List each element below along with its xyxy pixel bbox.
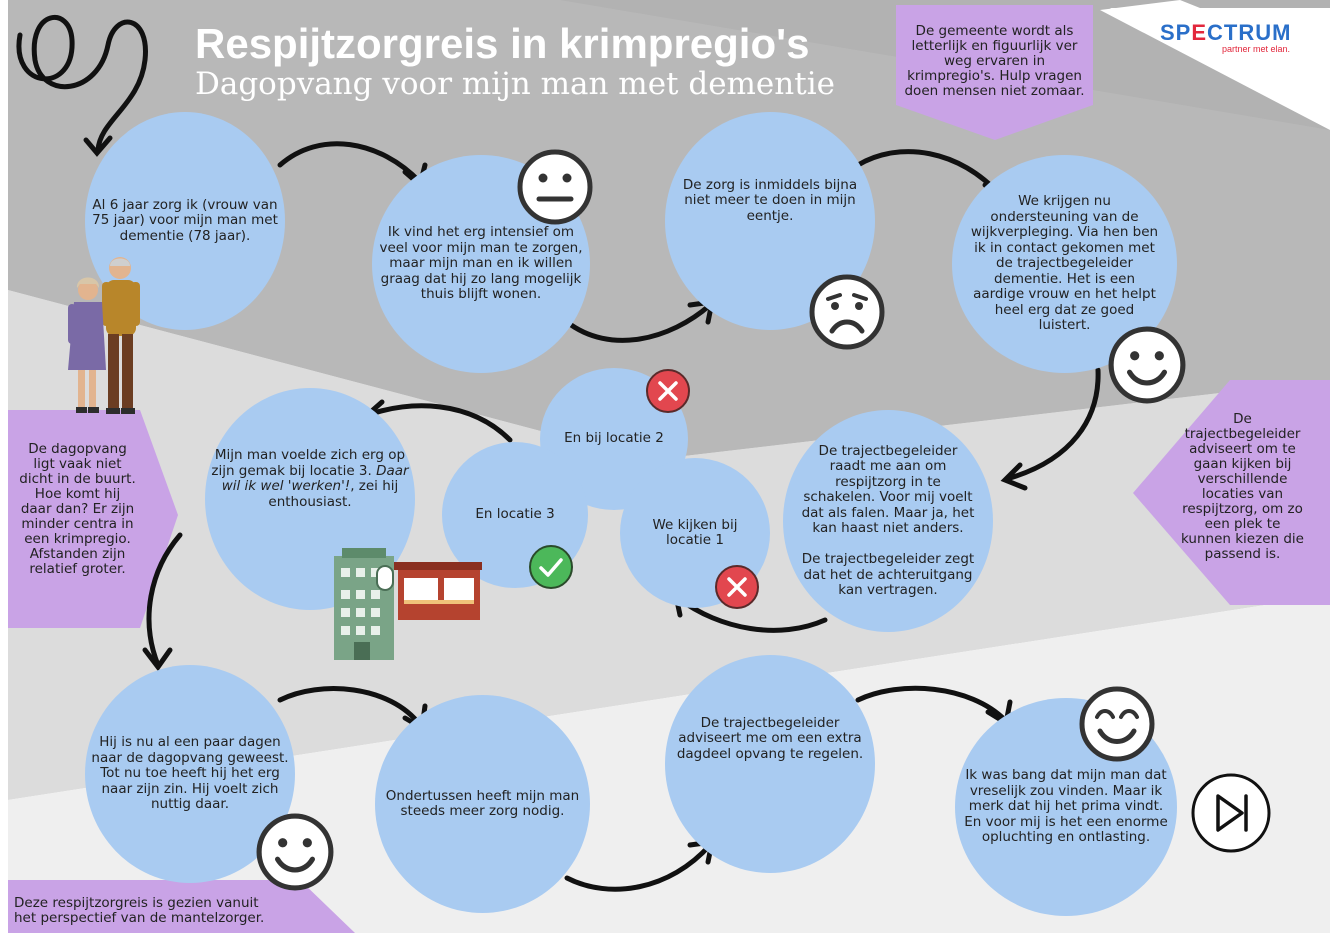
smiling-face-icon-2 <box>256 813 334 891</box>
step-8-text: Mijn man voelde zich erg op zijn gemak b… <box>211 447 409 510</box>
step-circle-4: We krijgen nu ondersteuning van de wijkv… <box>952 155 1177 373</box>
cross-icon-location-1 <box>715 565 759 609</box>
spectrum-logo: SPECTRUM partner met elan. <box>1160 20 1290 54</box>
buildings-illustration <box>334 548 482 660</box>
step-circle-10: Ondertussen heeft mijn man steeds meer z… <box>375 695 590 913</box>
arrow-9-10 <box>277 686 423 728</box>
note-municipality-shape <box>896 5 1093 140</box>
note-advice: De trajectbegeleider adviseert om te gaa… <box>1181 411 1304 562</box>
arrow-2-3 <box>564 302 713 343</box>
arrow-8-9 <box>146 532 183 668</box>
arrow-loc-8 <box>365 403 513 443</box>
worried-face-icon <box>809 274 885 350</box>
elderly-couple-illustration <box>68 257 140 414</box>
page-title: Respijtzorgreis in krimpregio's <box>195 20 810 67</box>
note-daycare-shape <box>8 410 178 628</box>
step-5-text: De trajectbegeleider raadt me aan om res… <box>801 442 975 598</box>
step-circle-3: De zorg is inmiddels bijna niet meer te … <box>665 112 875 330</box>
arrow-1-2 <box>277 141 423 185</box>
note-daycare: De dagopvang ligt vaak niet dicht in de … <box>19 441 136 577</box>
step-12-text: Ik was bang dat mijn man dat vreselijk z… <box>964 767 1168 846</box>
squiggle-arrowhead <box>83 135 113 157</box>
step-4-text: We krijgen nu ondersteuning van de wijkv… <box>970 193 1159 334</box>
note-advice-shape <box>1133 380 1330 605</box>
step-3-text: De zorg is inmiddels bijna niet meer te … <box>682 176 858 224</box>
arrow-5-loc1 <box>675 595 828 633</box>
step-circle-9: Hij is nu al een paar dagen naar de dago… <box>85 665 295 883</box>
location-2-text: En bij locatie 2 <box>564 430 664 447</box>
step-2-text: Ik vind het erg intensief om veel voor m… <box>379 224 583 303</box>
location-3-text: En locatie 3 <box>475 506 555 523</box>
step-circle-5: De trajectbegeleider raadt me aan om res… <box>783 410 993 632</box>
happy-face-icon <box>1079 686 1155 762</box>
logo-wordmark: SPECTRUM <box>1160 20 1292 45</box>
step-11-text: De trajectbegeleider adviseert me om een… <box>676 714 864 762</box>
step-9-text: Hij is nu al een paar dagen naar de dago… <box>91 734 289 813</box>
skip-forward-icon[interactable] <box>1190 772 1272 854</box>
squiggle-line <box>16 14 148 153</box>
arrow-4-5 <box>1007 367 1101 481</box>
arrow-10-11 <box>564 842 713 892</box>
note-perspective-shape <box>8 880 355 933</box>
arrow-3-4 <box>855 149 1003 198</box>
step-circle-11: De trajectbegeleider adviseert me om een… <box>665 655 875 873</box>
note-perspective: Deze respijtzorgreis is gezien vanuit he… <box>14 895 265 926</box>
step-1-text: Al 6 jaar zorg ik (vrouw van 75 jaar) vo… <box>92 196 278 244</box>
logo-tagline: partner met elan. <box>1221 44 1290 54</box>
location-1-circle: We kijken bij locatie 1 <box>620 458 770 608</box>
arrow-11-12 <box>855 685 1008 723</box>
neutral-face-icon <box>517 149 593 225</box>
page-subtitle: Dagopvang voor mijn man met dementie <box>195 66 835 102</box>
check-icon-location-3 <box>529 545 573 589</box>
location-1-text: We kijken bij locatie 1 <box>652 516 738 548</box>
step-10-text: Ondertussen heeft mijn man steeds meer z… <box>385 787 580 819</box>
smiling-face-icon <box>1108 326 1186 404</box>
note-municipality: De gemeente wordt als letterlijk en figu… <box>904 23 1085 99</box>
cross-icon-location-2 <box>646 369 690 413</box>
